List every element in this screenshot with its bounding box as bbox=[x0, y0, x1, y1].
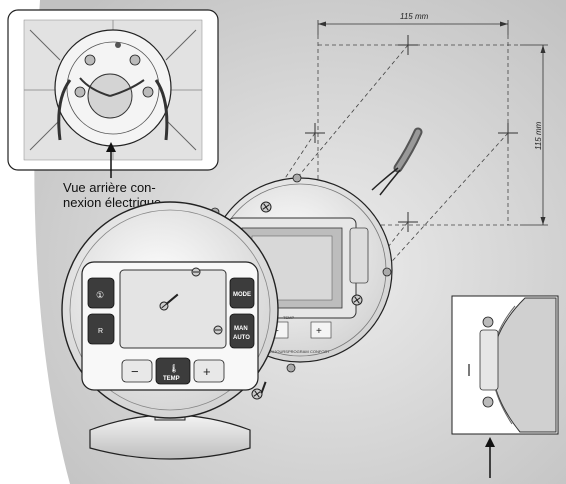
dimension-vertical: 115 mm bbox=[534, 121, 543, 150]
dimension-horizontal: 115 mm bbox=[400, 12, 429, 21]
front-thermostat: ① R MODE MAN AUTO − 🌡 TEMP + bbox=[61, 201, 279, 460]
mounted-temp-label: TEMP bbox=[283, 315, 294, 320]
power-symbol-icon: ① bbox=[96, 290, 104, 300]
thermometer-icon: 🌡 bbox=[169, 364, 179, 373]
caption-line-2: nexion électrique bbox=[63, 195, 161, 210]
caption-line-1: Vue arrière con- bbox=[63, 180, 156, 195]
mounted-bottom-label-3: CONFORT bbox=[310, 349, 330, 354]
power-button[interactable] bbox=[87, 277, 115, 309]
minus-label: − bbox=[131, 364, 139, 379]
mounted-bottom-label-2: PROGRAM bbox=[288, 349, 309, 354]
mode-button[interactable] bbox=[229, 277, 255, 309]
r-button-label: R bbox=[98, 328, 103, 335]
electrical-cable-icon bbox=[371, 127, 423, 196]
mode-button-label: MODE bbox=[233, 292, 251, 298]
plus-label: + bbox=[203, 364, 211, 379]
temp-button[interactable] bbox=[155, 357, 191, 385]
rear-view-inset bbox=[7, 9, 219, 178]
side-detail-inset bbox=[451, 295, 559, 478]
mounted-plus-label: + bbox=[316, 326, 322, 337]
minus-button[interactable] bbox=[121, 359, 153, 383]
temp-label: TEMP bbox=[163, 376, 180, 382]
front-display bbox=[119, 269, 227, 349]
man-auto-button[interactable] bbox=[229, 313, 255, 349]
dimension-lines bbox=[317, 20, 548, 226]
auto-label: AUTO bbox=[233, 335, 250, 341]
screw-icons bbox=[251, 201, 363, 400]
plus-button[interactable] bbox=[193, 359, 225, 383]
man-label: MAN bbox=[234, 326, 248, 332]
mounted-bottom-label-1: TOUJOURS bbox=[266, 349, 288, 354]
r-button[interactable] bbox=[87, 313, 115, 345]
